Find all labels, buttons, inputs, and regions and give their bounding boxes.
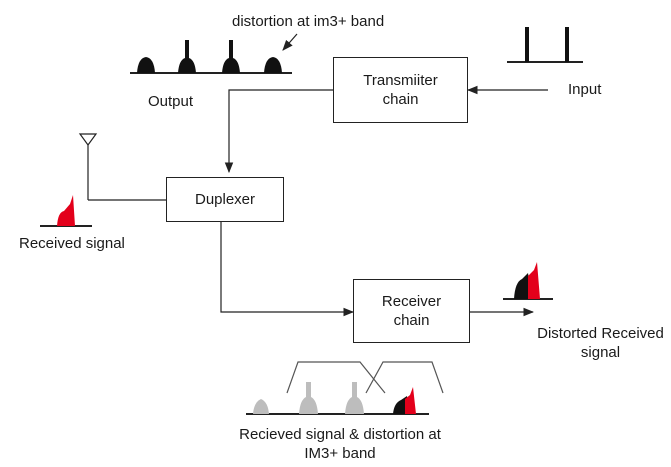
transmitter-to-duplexer-line [224,89,333,174]
duplexer-label: Duplexer [194,191,256,208]
gray-tone-3 [345,382,364,414]
antenna-icon [78,133,98,200]
distorted-received-spectrum [503,262,553,300]
filter-mask-1 [286,361,386,394]
input-tone-1 [525,27,529,62]
distortion-pointer-arrow [282,33,298,51]
distorted-red-part [528,262,540,299]
output-tone-4 [264,57,282,73]
received-signal-spectrum [40,195,92,227]
input-tone-2 [565,27,569,62]
input-spectrum [507,27,583,63]
output-tone-1 [137,57,155,73]
duplexer-to-receiver-line [220,221,355,317]
input-label: Input [568,81,602,98]
output-spectrum [130,40,292,74]
transmitter-chain-box: Transmiiter chain [333,57,468,123]
duplexer-box: Duplexer [166,177,284,222]
received-signal-shape [57,195,75,226]
output-tone-3 [222,40,240,73]
transmitter-chain-label: Transmiiter chain [363,72,438,108]
gray-tone-2 [299,382,318,414]
received-im3-spectrum [246,361,444,415]
distortion-im3-label: distortion at im3+ band [232,13,385,30]
receiver-chain-label: Receiver chain [381,293,442,329]
im3-red-part [405,387,416,414]
filter-mask-2 [365,361,444,394]
received-signal-label: Received signal [19,235,125,252]
receiver-chain-box: Receiver chain [353,279,470,343]
output-label: Output [148,93,194,110]
gray-tone-1 [253,399,269,414]
output-tone-2 [178,40,196,73]
received-im3-label: Recieved signal & distortion at IM3+ ban… [239,426,441,462]
distorted-received-label: Distorted Received signal [537,325,664,361]
distorted-black-part [514,273,532,299]
